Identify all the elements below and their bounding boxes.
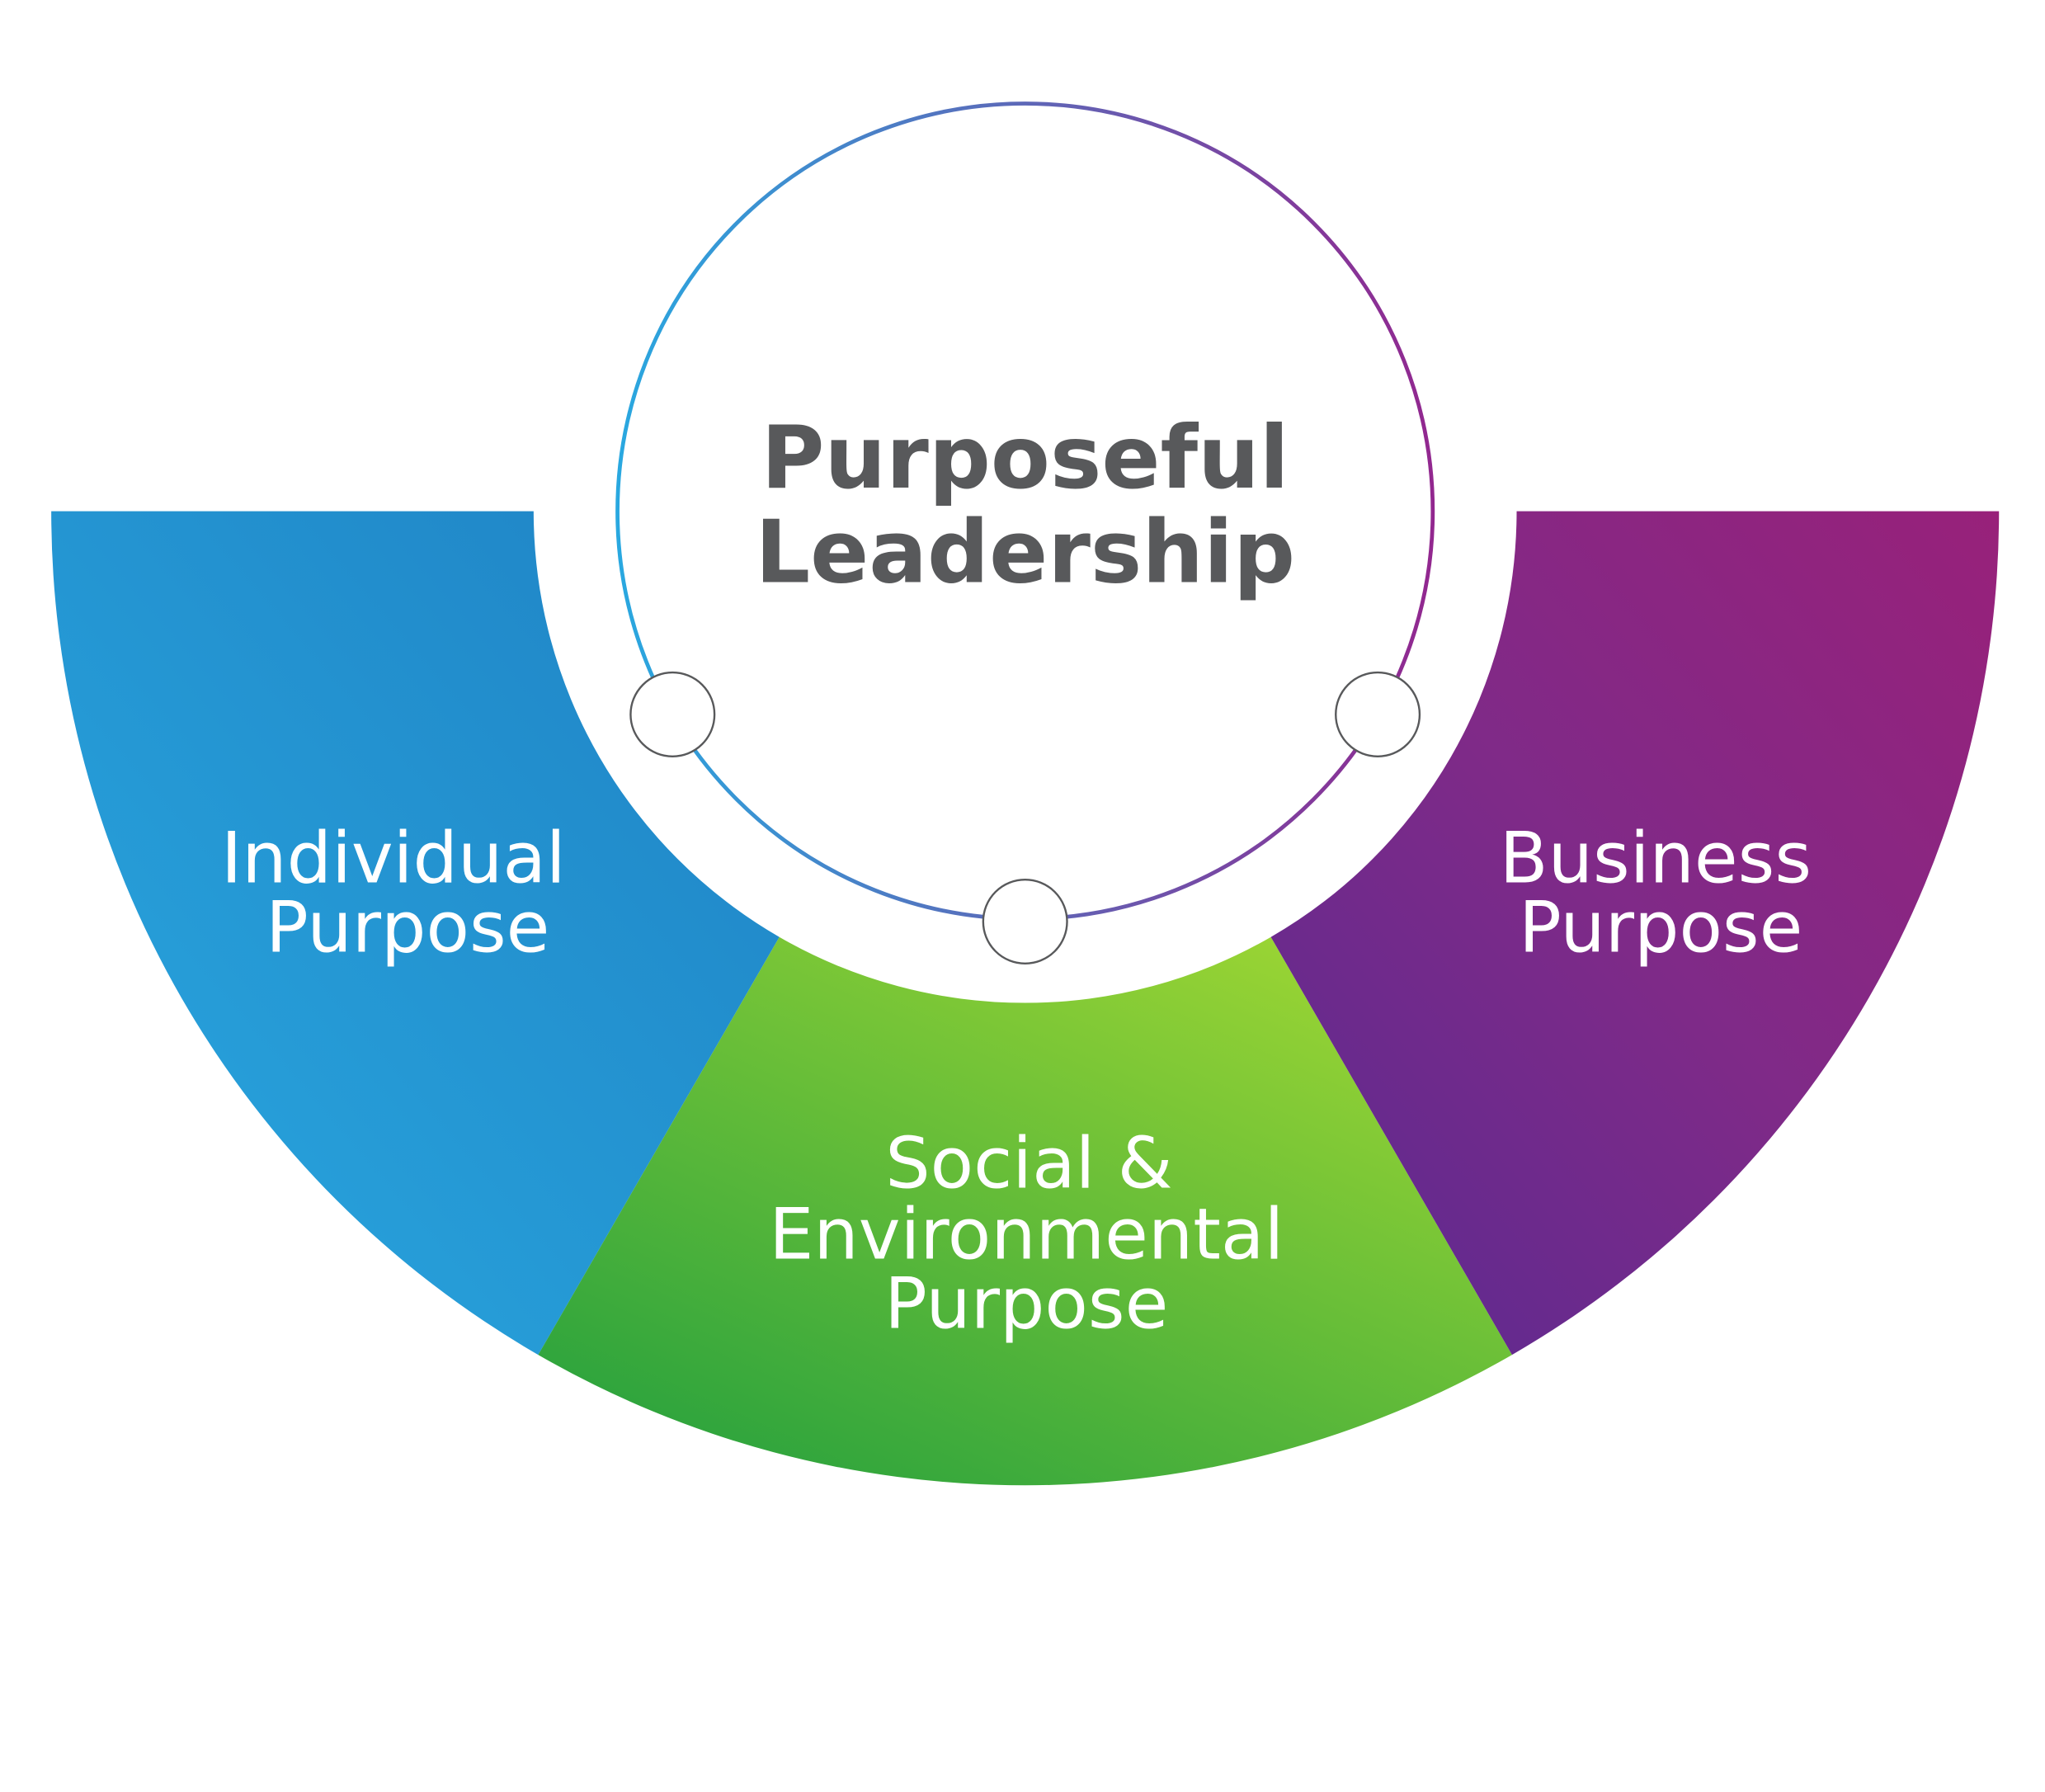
segment-social-environmental-purpose bbox=[538, 936, 1512, 1486]
social-label-line-2: Environmental bbox=[769, 1193, 1284, 1276]
business-label-line-1: Business bbox=[1500, 817, 1812, 899]
business-label-line-2: Purpose bbox=[1519, 887, 1802, 969]
connector-node-bottom bbox=[982, 878, 1068, 965]
social-label-line-1: Social & bbox=[885, 1123, 1173, 1205]
connector-node-left bbox=[629, 671, 716, 757]
connector-node-right bbox=[1335, 671, 1421, 757]
individual-label-line-1: Individual bbox=[221, 817, 566, 899]
individual-label-line-2: Purpose bbox=[266, 887, 549, 969]
segment-individual-purpose bbox=[51, 511, 780, 1356]
social-label-line-3: Purpose bbox=[884, 1263, 1168, 1346]
segment-business-purpose bbox=[1270, 511, 2000, 1356]
title-line-1: Purposeful bbox=[761, 408, 1289, 508]
title-line-2: Leadership bbox=[755, 502, 1295, 602]
